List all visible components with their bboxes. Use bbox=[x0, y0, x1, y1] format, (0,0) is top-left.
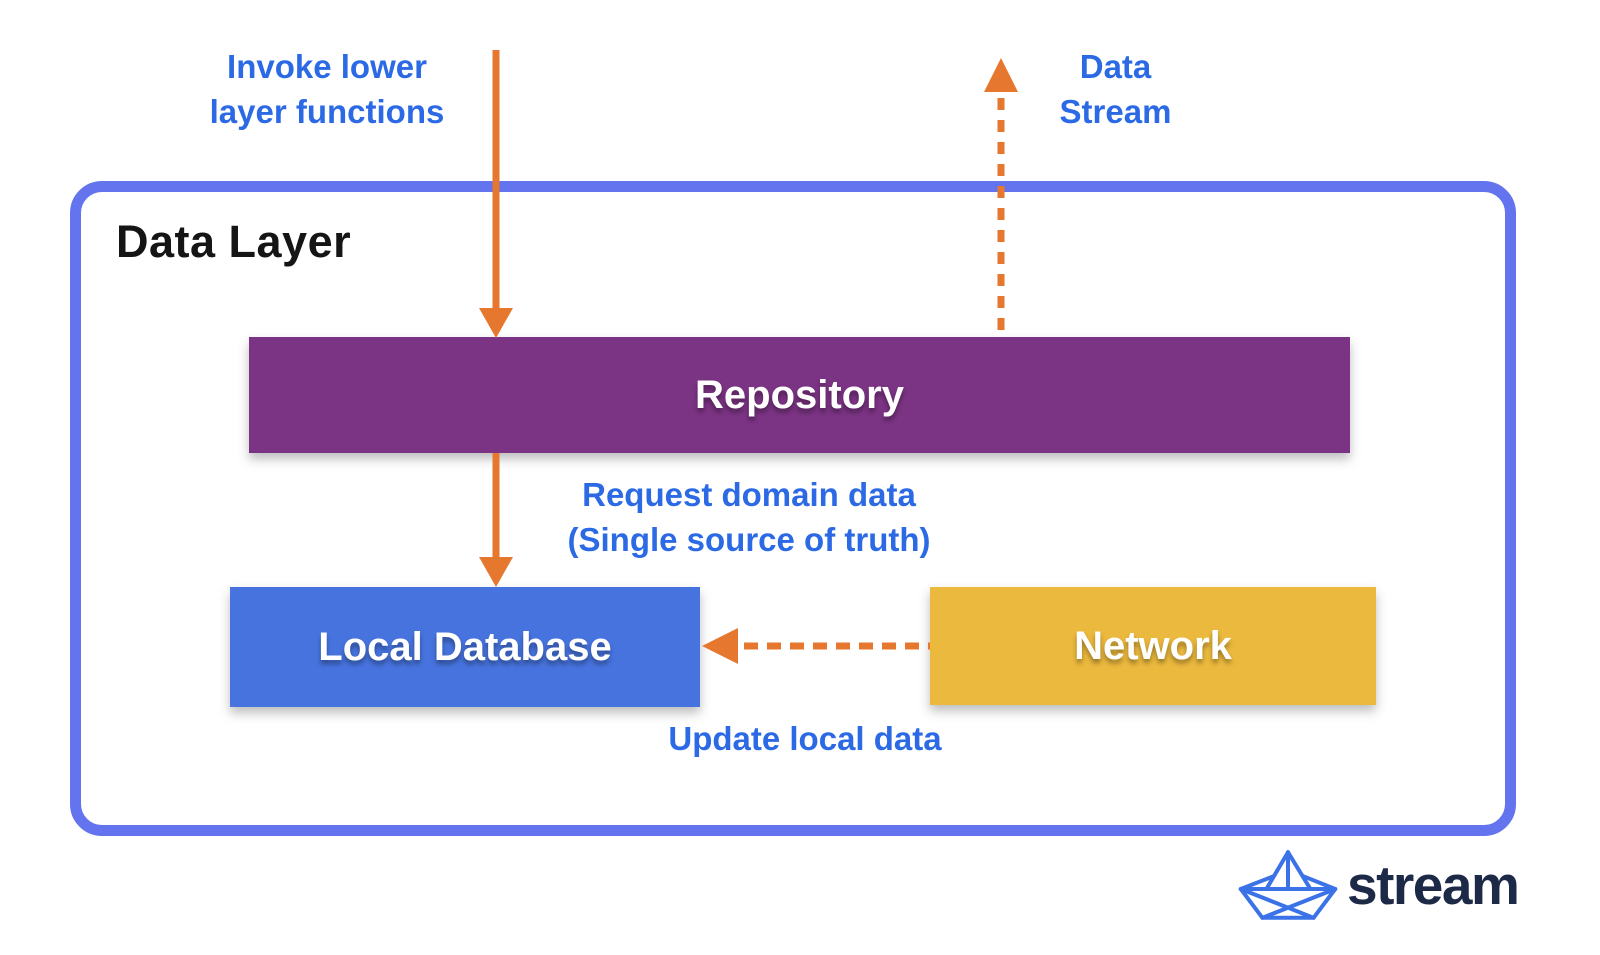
network-node: Network bbox=[930, 587, 1376, 705]
request-domain-annotation: Request domain data (Single source of tr… bbox=[490, 472, 1008, 562]
local-database-label: Local Database bbox=[318, 624, 612, 669]
request-domain-line2: (Single source of truth) bbox=[567, 521, 931, 558]
invoke-lower-annotation: Invoke lower layer functions bbox=[168, 44, 486, 134]
repository-node: Repository bbox=[249, 337, 1350, 453]
data-layer-title: Data Layer bbox=[116, 216, 352, 267]
local-database-node: Local Database bbox=[230, 587, 700, 707]
data-layer-frame bbox=[70, 181, 1516, 836]
data-stream-arrow-dashed-up-icon bbox=[984, 58, 1018, 340]
invoke-lower-line1: Invoke lower bbox=[227, 48, 427, 85]
paper-boat-icon bbox=[1238, 850, 1338, 920]
invoke-arrow-solid-down-icon bbox=[479, 50, 513, 338]
update-local-annotation: Update local data bbox=[600, 716, 1010, 761]
stream-logo-text: stream bbox=[1347, 854, 1520, 916]
repository-label: Repository bbox=[695, 372, 904, 417]
request-domain-line1: Request domain data bbox=[582, 476, 916, 513]
request-arrow-solid-down-icon bbox=[479, 453, 513, 587]
invoke-lower-line2: layer functions bbox=[209, 93, 445, 130]
network-label: Network bbox=[1074, 623, 1232, 668]
data-stream-annotation: Data Stream bbox=[1028, 44, 1203, 134]
stream-logo: stream bbox=[1236, 846, 1520, 924]
data-stream-line1: Data bbox=[1079, 48, 1152, 85]
network-to-database-arrow-dashed-left-icon bbox=[702, 628, 930, 664]
update-local-text: Update local data bbox=[668, 720, 942, 757]
data-stream-line2: Stream bbox=[1059, 93, 1172, 130]
